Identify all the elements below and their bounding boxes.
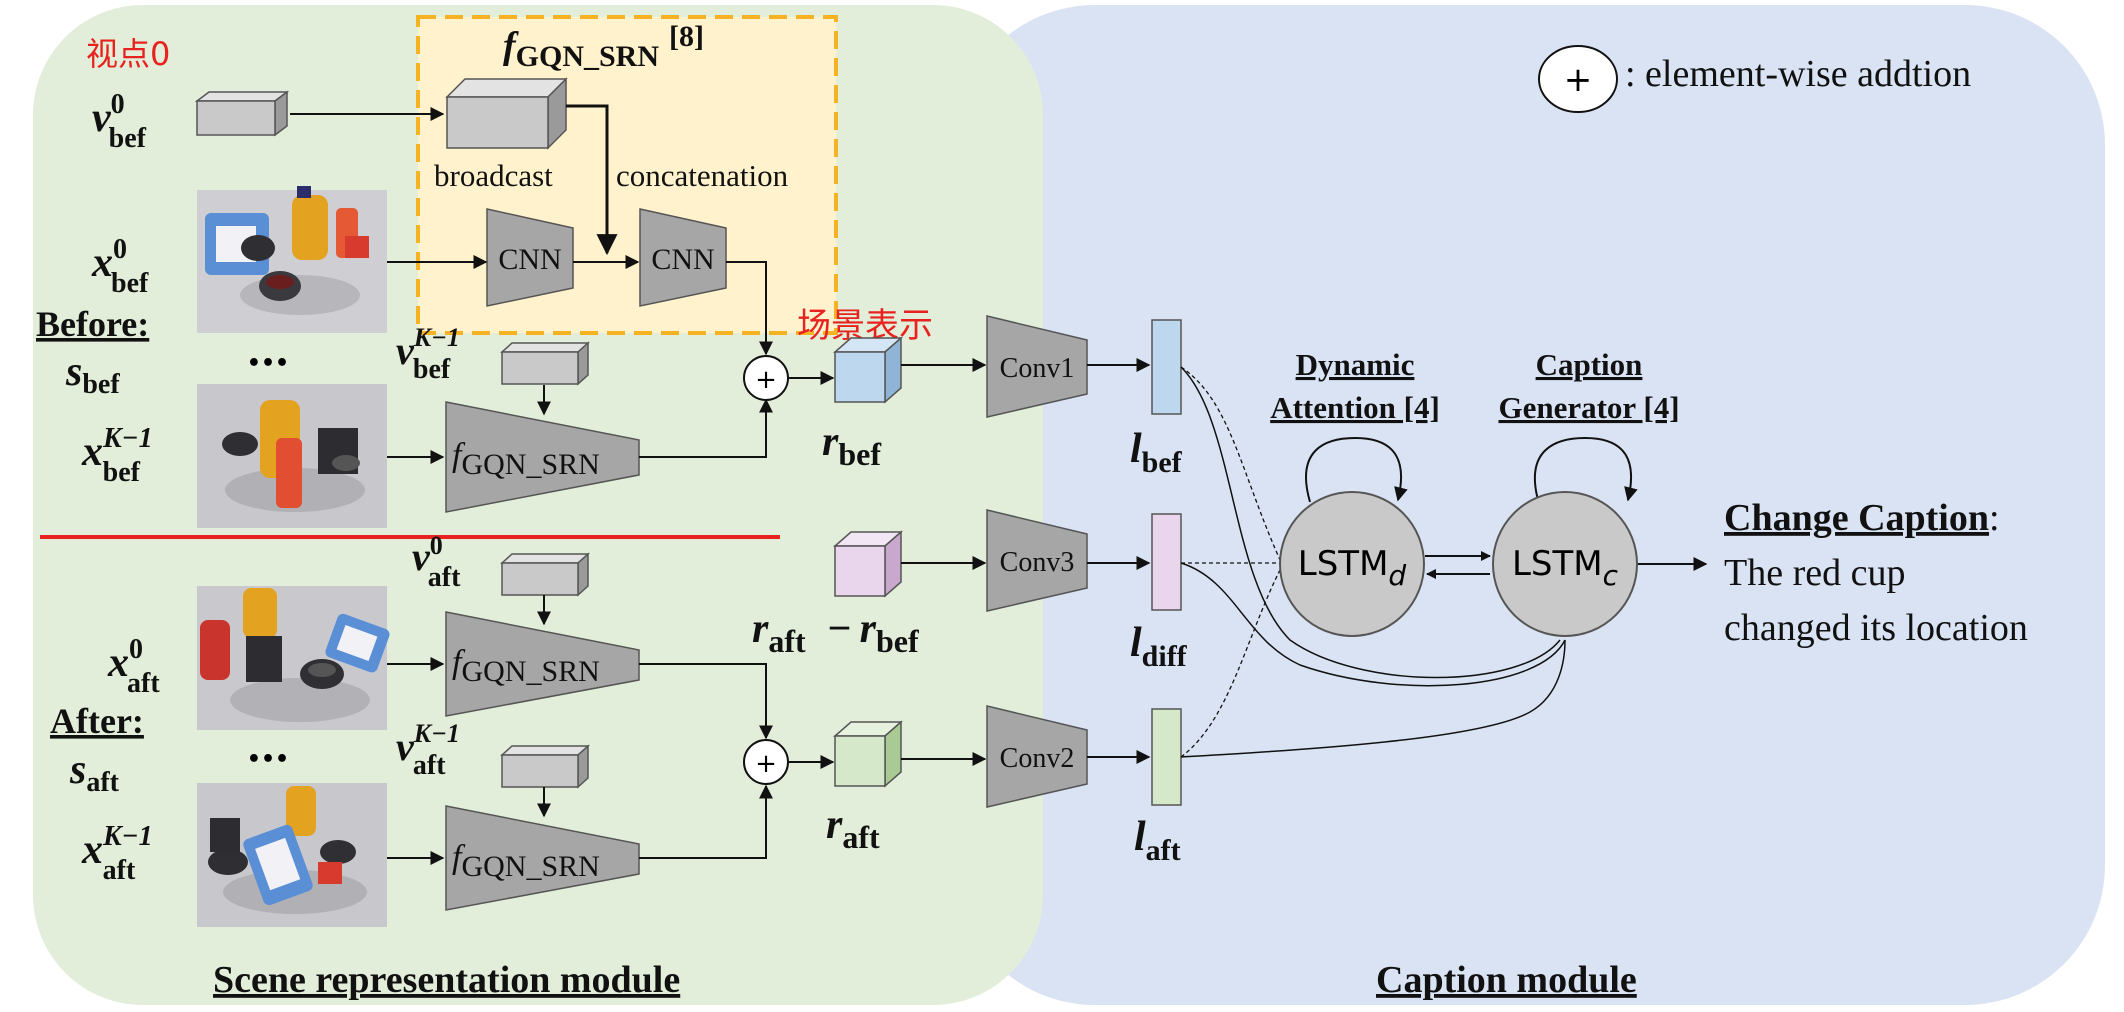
add-aft-circle — [743, 739, 789, 785]
conv2-label: Conv2 — [1000, 743, 1075, 774]
after-dots: ••• — [247, 747, 289, 772]
s-bef-label: sbef — [65, 349, 120, 400]
conv1-block — [986, 315, 1088, 418]
change-caption-title: Change Caption: — [1724, 497, 2000, 539]
r-bef-cube — [833, 336, 903, 404]
conv3-label: Conv3 — [1000, 547, 1075, 578]
fgqn-aft-block-1 — [445, 611, 640, 717]
concatenation-label: concatenation — [616, 158, 789, 193]
add-aft-plus: + — [755, 749, 777, 779]
x0-aft-image — [197, 586, 390, 730]
vk-bef-block — [500, 341, 590, 386]
xk-aft-image — [197, 783, 387, 927]
caption-generator-title-1: Caption — [1536, 347, 1643, 382]
fgqn-aft-label-1: fGQN_SRN — [452, 644, 600, 688]
lstm-c-label: LSTMc — [1512, 544, 1619, 592]
conv1-label: Conv1 — [1000, 353, 1075, 384]
conv3-block — [986, 509, 1088, 612]
caption-output-line-1: The red cup — [1724, 552, 1905, 594]
legend-plus-circle — [1538, 45, 1618, 113]
lstm-d-node — [1279, 491, 1425, 637]
before-dots: ••• — [247, 351, 289, 376]
before-heading: Before: — [36, 304, 149, 344]
fgqn-bef-block — [445, 401, 640, 513]
l-aft-bar — [1151, 708, 1182, 806]
broadcast-block — [445, 77, 568, 150]
scene-module-label: Scene representation module — [213, 959, 680, 1001]
l-diff-bar — [1151, 513, 1182, 611]
s-aft-label: saft — [69, 747, 120, 798]
lstm-d-label: LSTMd — [1298, 544, 1407, 592]
diff-cube — [833, 530, 903, 598]
gqn-box-title: fGQN_SRN[8] — [503, 20, 704, 73]
add-bef-circle — [743, 355, 789, 401]
lstm-c-node — [1492, 491, 1638, 637]
viewpoint-zero-note: 视点0 — [86, 35, 170, 73]
r-bef-label: rbef — [822, 419, 881, 472]
caption-module-label: Caption module — [1376, 959, 1637, 1001]
add-bef-plus: + — [755, 365, 777, 395]
l-bef-bar — [1151, 319, 1182, 415]
l-bef-label: lbef — [1130, 426, 1183, 479]
cnn2-block — [639, 208, 727, 307]
legend-plus-symbol: + — [1564, 60, 1593, 100]
dynamic-attention-title-1: Dynamic — [1296, 347, 1415, 382]
conv2-block — [986, 705, 1088, 808]
vk-aft-block — [500, 744, 590, 789]
diff-label: raft−rbef — [752, 606, 919, 659]
v0-bef-block — [194, 90, 290, 137]
v0-aft-block — [500, 552, 590, 597]
cnn2-label: CNN — [651, 243, 714, 276]
cnn1-block — [486, 208, 574, 307]
caption-output-line-2: changed its location — [1724, 607, 2028, 649]
fgqn-aft-label-2: fGQN_SRN — [452, 839, 600, 883]
after-heading: After: — [50, 701, 144, 741]
xk-bef-image — [197, 384, 387, 528]
cnn1-label: CNN — [498, 243, 561, 276]
caption-generator-title-2: Generator [4] — [1498, 390, 1679, 425]
l-diff-label: ldiff — [1130, 620, 1188, 673]
broadcast-label: broadcast — [434, 158, 553, 193]
x0-bef-image — [197, 186, 387, 333]
legend-text: : element-wise addtion — [1625, 53, 1971, 95]
l-aft-label: laft — [1134, 814, 1181, 867]
r-aft-label: raft — [826, 802, 880, 855]
dynamic-attention-title-2: Attention [4] — [1270, 390, 1440, 425]
fgqn-aft-block-2 — [445, 805, 640, 911]
r-aft-cube — [833, 720, 903, 788]
